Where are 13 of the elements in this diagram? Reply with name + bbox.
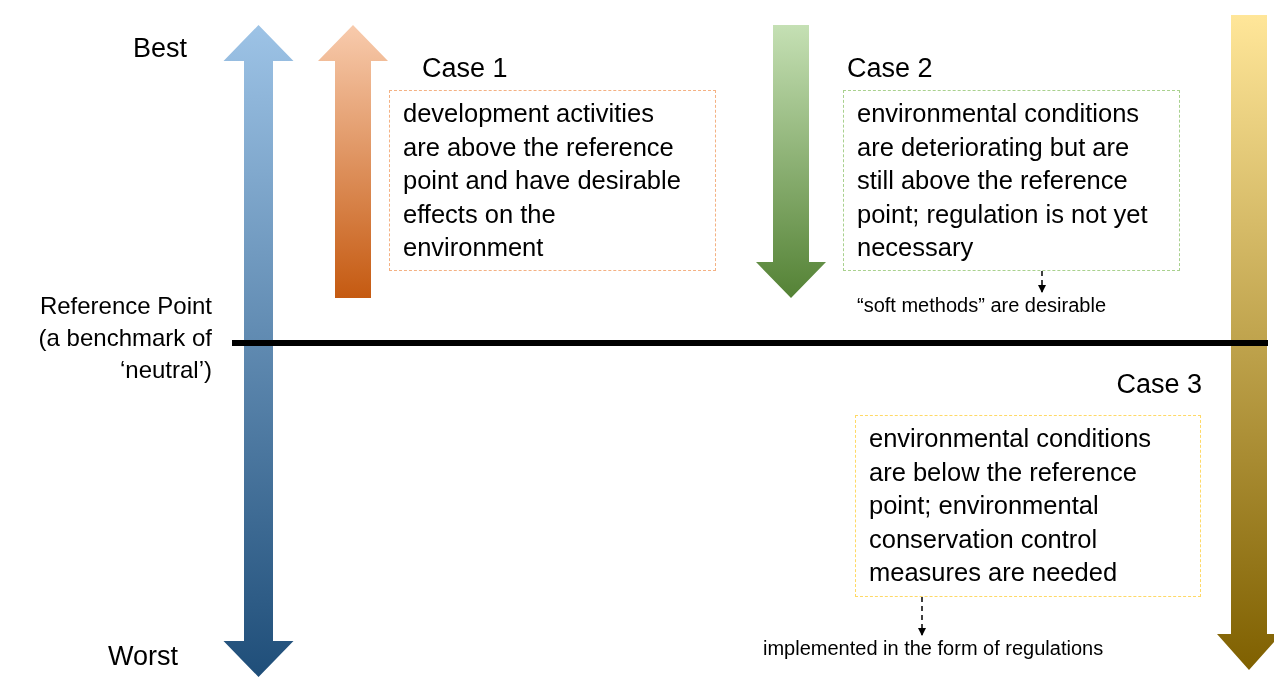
leader-arrow: [1038, 270, 1046, 293]
case-heading: Case 3: [1115, 368, 1202, 400]
axis-label: Reference Point (a benchmark of ‘neutral’): [37, 291, 212, 385]
note-text: “soft methods” are desirable: [857, 293, 1106, 317]
scale-end-label: Worst: [108, 640, 179, 672]
text-box: development activities are above the reference point and have desirable effects on the environment: [389, 90, 716, 271]
note-text: implemented in the form of regulations: [763, 636, 1104, 660]
leader-arrow: [918, 596, 926, 636]
text-box: environmental conditions are deteriorating but are still above the reference point; regulation is not yet necessary: [843, 90, 1180, 271]
case-heading: Case 2: [847, 52, 933, 84]
scale-end-label: Best: [133, 32, 189, 64]
text-box: environmental conditions are below the reference point; environmental conservation control measures are needed: [855, 415, 1201, 597]
case-heading: Case 1: [422, 52, 508, 84]
